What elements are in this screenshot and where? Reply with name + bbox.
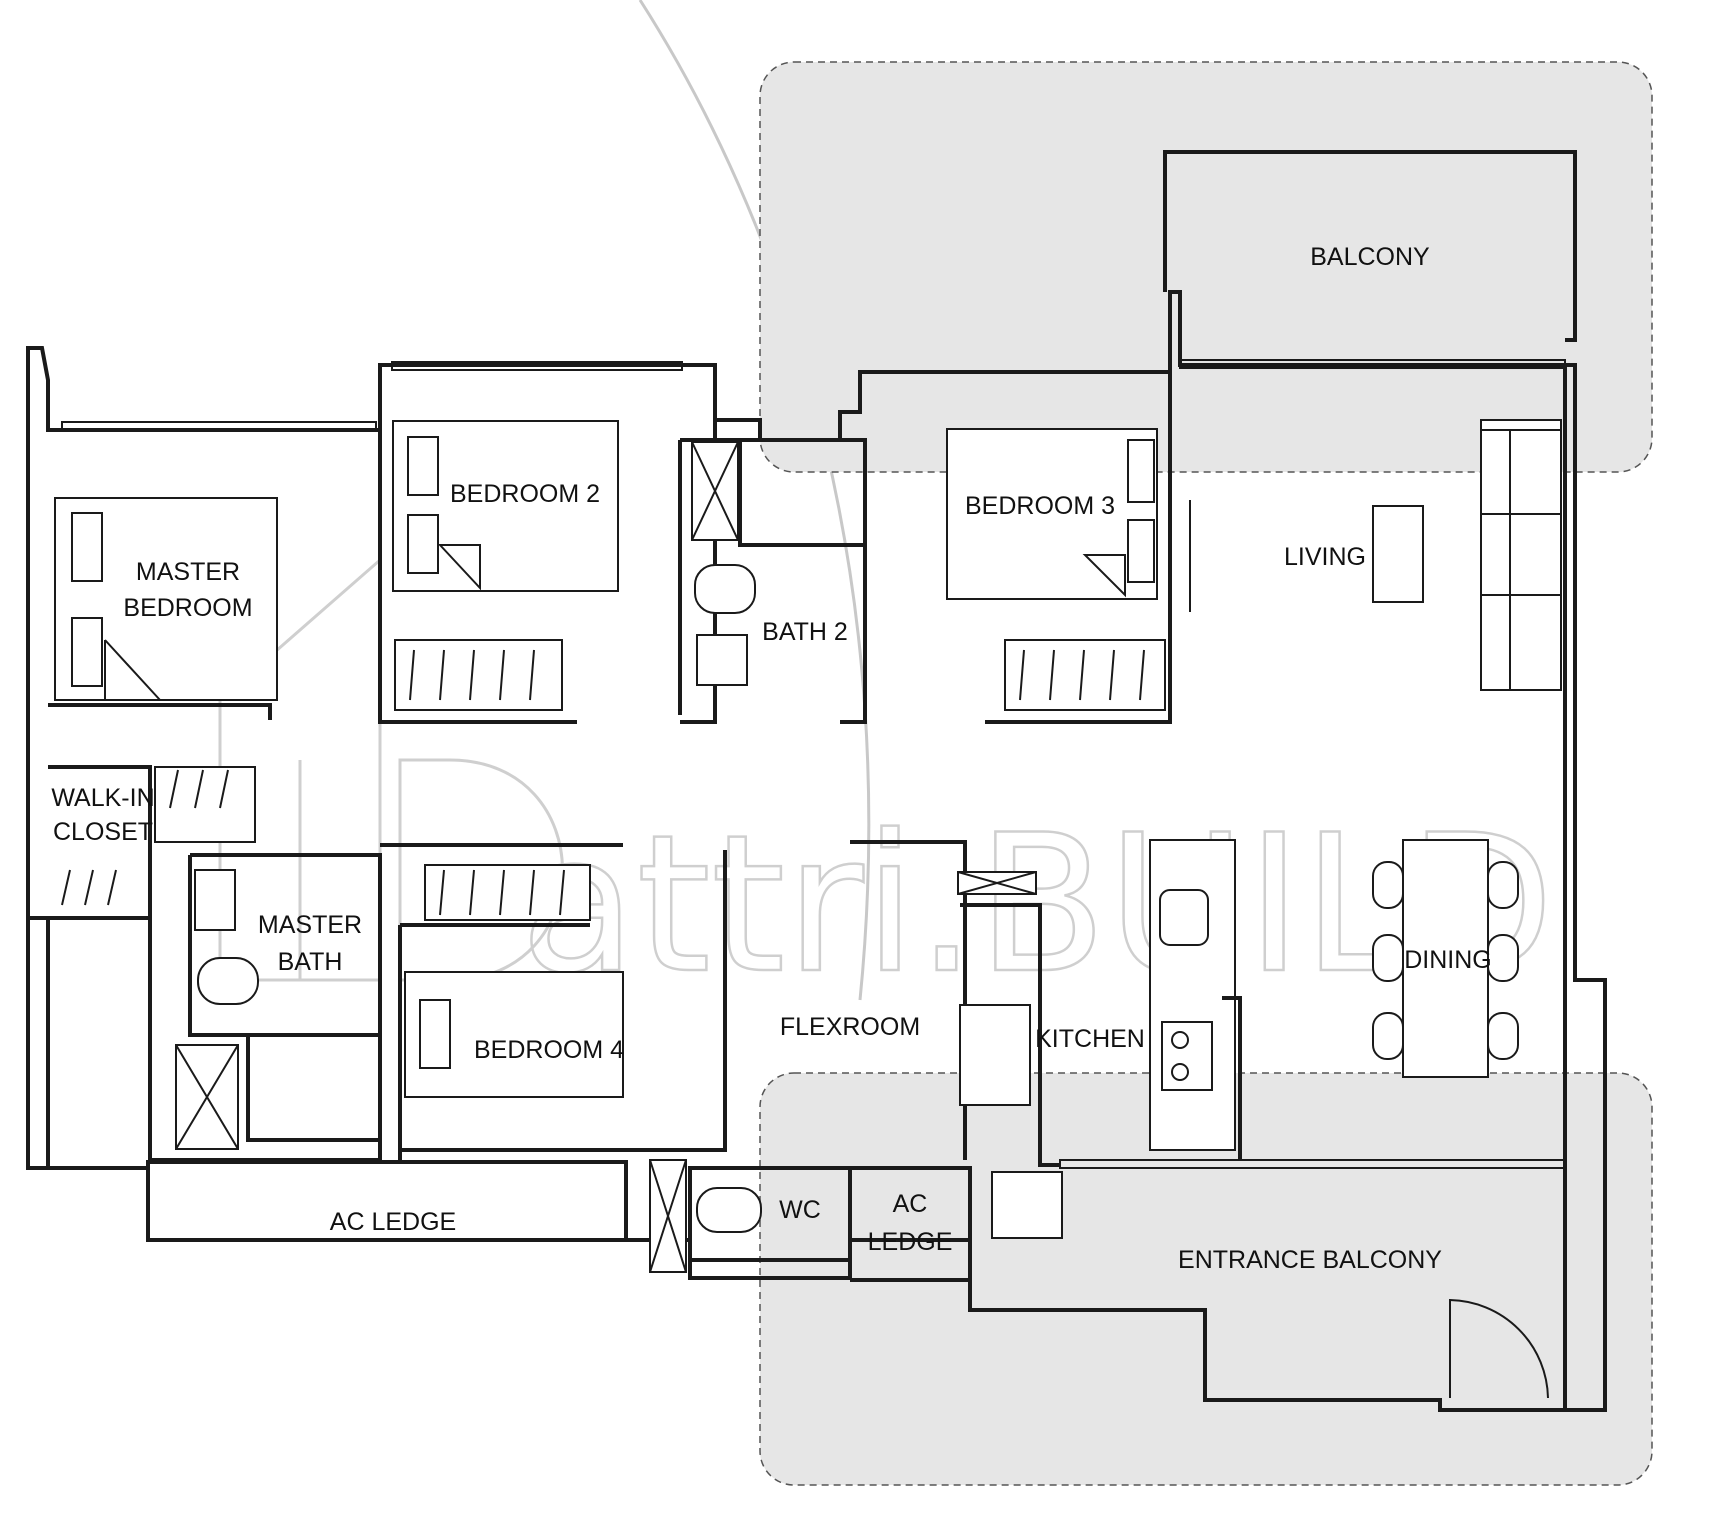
- dining: DINING: [1372, 839, 1519, 1078]
- walk-in-label-2: CLOSET: [53, 818, 153, 846]
- master-bath: MASTER BATH: [148, 842, 382, 1162]
- bedroom-2-label: BEDROOM 2: [450, 480, 600, 508]
- master-bath-label-1: MASTER: [258, 911, 362, 939]
- walk-in-closet: WALK-IN CLOSET: [48, 765, 256, 920]
- flexroom-label: FLEXROOM: [780, 1013, 920, 1041]
- balcony-shaded-zone: [759, 61, 1653, 473]
- bath-2-label: BATH 2: [762, 618, 848, 646]
- bedroom-4-label: BEDROOM 4: [474, 1036, 624, 1064]
- exterior-walls: [26, 150, 1607, 1412]
- bedroom-4: BEDROOM 4: [380, 843, 727, 1160]
- bedroom-2: BEDROOM 2: [378, 361, 717, 724]
- wc-label: WC: [779, 1196, 821, 1224]
- dining-label: DINING: [1404, 946, 1492, 974]
- bedroom-3: BEDROOM 3: [946, 372, 1191, 724]
- master-bath-label-2: BATH: [278, 948, 343, 976]
- living-label: LIVING: [1284, 543, 1366, 571]
- ac-ledge-mid-label-1: AC: [893, 1190, 928, 1218]
- kitchen: KITCHEN: [959, 839, 1242, 1167]
- ac-ledge-mid-label-2: LEDGE: [868, 1228, 953, 1256]
- bedroom-3-label: BEDROOM 3: [965, 492, 1115, 520]
- wc: WC: [649, 1159, 852, 1273]
- kitchen-label: KITCHEN: [1035, 1025, 1145, 1053]
- ac-ledge-left-label: AC LEDGE: [330, 1208, 456, 1236]
- ac-ledge-mid: AC LEDGE: [850, 1166, 972, 1282]
- master-bedroom-label-2: BEDROOM: [123, 594, 252, 622]
- balcony-rail: [1179, 359, 1566, 369]
- master-bedroom: MASTER BEDROOM: [48, 421, 377, 720]
- entrance-balcony: ENTRANCE BALCONY: [991, 1159, 1566, 1399]
- bath-2: BATH 2: [678, 438, 867, 724]
- entrance-balcony-label: ENTRANCE BALCONY: [1178, 1246, 1442, 1274]
- master-bedroom-label-1: MASTER: [136, 558, 240, 586]
- balcony-label: BALCONY: [1310, 243, 1430, 271]
- ac-ledge-left: AC LEDGE: [146, 1160, 628, 1242]
- walk-in-label-1: WALK-IN: [51, 784, 154, 812]
- living: LIVING: [1284, 419, 1562, 691]
